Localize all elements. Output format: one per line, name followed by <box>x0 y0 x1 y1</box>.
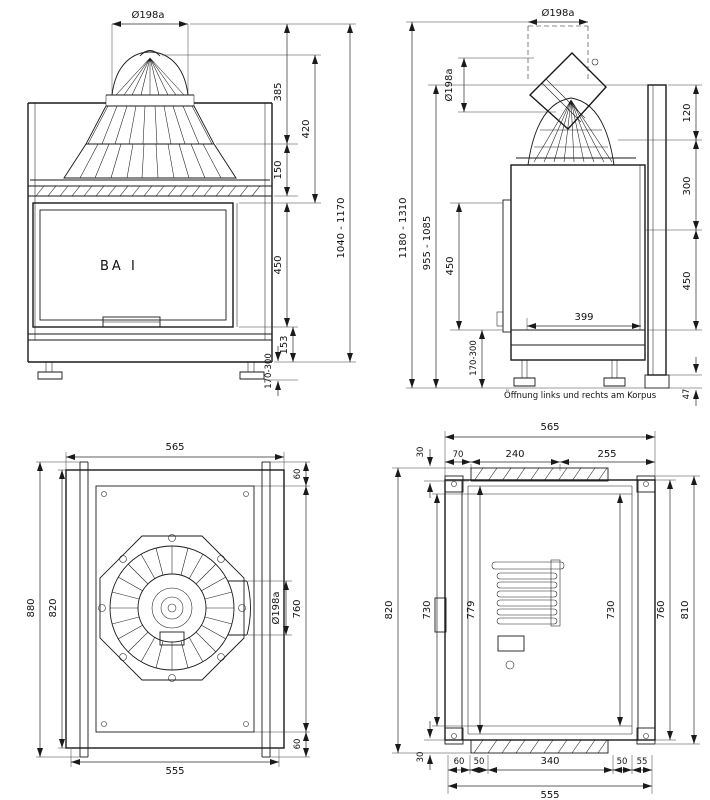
plantop-fan-volute <box>98 534 251 682</box>
side-dim-450-left: 450 <box>445 256 456 275</box>
planbot-dim-30-bottom: 30 <box>416 752 426 763</box>
side-dim-body-height: 955 - 1085 <box>422 216 433 271</box>
planbot-dim-730-left: 730 <box>422 600 433 619</box>
front-dim-170-300: 170-300 <box>264 353 274 389</box>
side-view: Ø198a Ø198a 399 <box>398 7 702 406</box>
side-back-panel <box>644 84 670 389</box>
plantop-dimensions-right: 60 760 60 <box>254 461 310 758</box>
planbot-dim-760: 760 <box>656 600 667 619</box>
planbot-dim-30-top: 30 <box>416 447 426 458</box>
planbot-dim-55: 55 <box>637 757 648 767</box>
front-dome <box>63 50 237 179</box>
front-view: Ø198a BA I <box>27 9 356 396</box>
front-feet <box>37 361 265 380</box>
plan-top-view: 565 Ø198a <box>26 442 310 777</box>
planbot-dim-240: 240 <box>505 449 524 460</box>
front-flue-dim-label: Ø198a <box>131 9 164 21</box>
planbot-dim-60: 60 <box>454 757 465 767</box>
plantop-dim-760: 760 <box>292 599 303 618</box>
front-dim-385: 385 <box>273 82 284 101</box>
plan-bottom-view: 565 70 240 255 <box>384 422 700 800</box>
planbot-dim-820: 820 <box>384 600 395 619</box>
planbot-dim-555: 555 <box>540 790 559 800</box>
front-body <box>27 102 273 363</box>
planbot-dim-779: 779 <box>466 600 477 619</box>
plantop-dim-60-bottom: 60 <box>293 739 303 750</box>
product-name-label: BA I <box>100 259 138 274</box>
front-dim-420: 420 <box>301 119 312 138</box>
front-dim-153: 153 <box>279 335 290 354</box>
front-dim-450: 450 <box>273 255 284 274</box>
planbot-body <box>434 467 656 754</box>
front-door: BA I <box>32 202 238 328</box>
side-flue-dim-top-label: Ø198a <box>541 7 574 19</box>
planbot-dim-50-left: 50 <box>474 757 485 767</box>
side-dim-47: 47 <box>682 389 692 400</box>
side-dimensions-left: 1180 - 1310 955 - 1085 450 170-300 <box>398 21 666 389</box>
side-note-text: Öffnung links und rechts am Korpus <box>504 390 657 401</box>
side-flue-pipe <box>527 25 607 130</box>
side-dimensions-right: 120 300 450 47 <box>618 84 702 406</box>
plantop-dim-820: 820 <box>48 598 59 617</box>
plantop-dim-60-top: 60 <box>293 469 303 480</box>
plantop-dimensions-left: 880 820 <box>26 461 80 758</box>
planbot-dim-810: 810 <box>680 600 691 619</box>
front-dimensions: 385 150 450 153 170-300 420 1040 - 1170 <box>162 23 356 396</box>
planbot-dimensions-right: 730 760 810 <box>606 475 700 745</box>
front-dim-overall: 1040 - 1170 <box>336 198 347 259</box>
planbot-dim-340: 340 <box>540 756 559 767</box>
planbot-dimensions-left: 30 30 820 730 779 <box>384 447 483 770</box>
planbot-dimensions-bottom-chain: 60 50 340 50 55 555 <box>447 755 653 800</box>
planbot-dim-50-right: 50 <box>617 757 628 767</box>
side-feet <box>513 359 626 387</box>
side-dim-170-300: 170-300 <box>469 340 479 376</box>
planbot-dim-70: 70 <box>453 450 464 460</box>
side-dim-300: 300 <box>682 176 693 195</box>
planbot-grille <box>491 559 565 670</box>
side-dim-overall: 1180 - 1310 <box>398 198 409 259</box>
side-dim-399: 399 <box>574 312 593 323</box>
front-dim-150: 150 <box>273 160 284 179</box>
planbot-dim-565: 565 <box>540 422 559 433</box>
side-dim-450-right: 450 <box>682 271 693 290</box>
planbot-dim-255: 255 <box>597 449 616 460</box>
planbot-dim-730-right: 730 <box>606 600 617 619</box>
plantop-dim-555: 555 <box>165 766 184 777</box>
plantop-dim-880: 880 <box>26 598 37 617</box>
side-door-handle <box>496 311 504 327</box>
plantop-dim-565: 565 <box>165 442 184 453</box>
side-dim-120: 120 <box>682 103 693 122</box>
side-dome <box>516 97 636 166</box>
side-door-leaf <box>502 199 512 333</box>
plantop-flue-dim: Ø198a <box>270 591 282 624</box>
side-body: 399 <box>496 164 646 361</box>
